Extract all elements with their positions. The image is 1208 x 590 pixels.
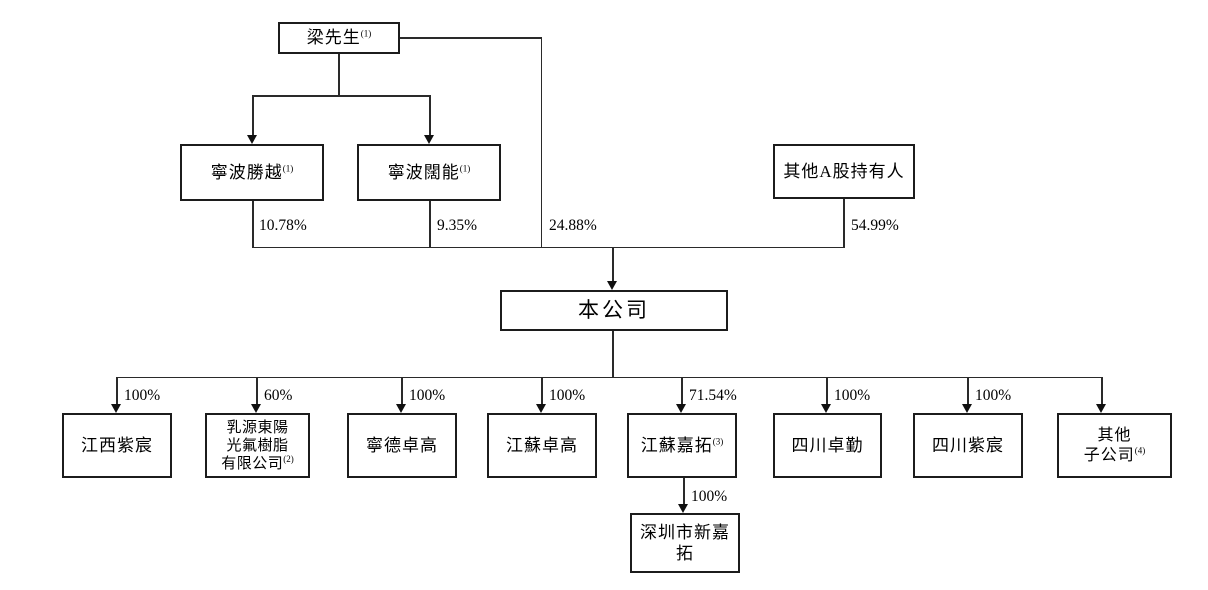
ownership-label-ruyuan: 60% xyxy=(264,387,293,404)
connector-line xyxy=(967,376,969,406)
connector-line xyxy=(252,200,254,248)
ownership-label-other-a: 54.99% xyxy=(851,217,899,234)
connector-line xyxy=(252,95,254,137)
node-label: 江蘇卓高 xyxy=(506,435,578,455)
ownership-label-jiangxi-zichen: 100% xyxy=(124,387,161,404)
node-jiangsu-zhuogao: 江蘇卓高 xyxy=(487,413,597,478)
node-the-company: 本公司 xyxy=(500,290,728,331)
node-jiangsu-jiatuo: 江蘇嘉拓(3) xyxy=(627,413,737,478)
ownership-label-sichuan-zichen: 100% xyxy=(975,387,1012,404)
ownership-label-ningde-zhuogao: 100% xyxy=(409,387,446,404)
node-ningbo-kuoneng: 寧波闊能(1) xyxy=(357,144,501,201)
node-label: 本公司 xyxy=(578,298,650,323)
connector-line xyxy=(843,198,845,248)
footnote-marker: (4) xyxy=(1134,445,1146,456)
connector-line xyxy=(541,376,543,406)
connector-line xyxy=(338,53,340,96)
ownership-label-kuoneng: 9.35% xyxy=(437,217,478,234)
connector-line xyxy=(612,246,614,283)
arrowhead-down xyxy=(536,404,546,413)
connector-line xyxy=(826,376,828,406)
node-ningbo-shengyue: 寧波勝越(1) xyxy=(180,144,324,201)
node-label: 江西紫宸 xyxy=(81,435,153,455)
arrowhead-down xyxy=(247,135,257,144)
footnote-marker: (1) xyxy=(459,163,471,174)
arrowhead-down xyxy=(607,281,617,290)
node-other-a-share-holders: 其他A股持有人 xyxy=(773,144,915,199)
arrowhead-down xyxy=(111,404,121,413)
node-label: 深圳市新嘉拓 xyxy=(640,522,730,563)
connector-line xyxy=(401,376,403,406)
connector-line xyxy=(429,200,431,248)
node-other-subsidiaries: 其他 子公司(4) xyxy=(1057,413,1172,478)
footnote-marker: (2) xyxy=(283,453,294,464)
node-label: 四川卓勤 xyxy=(791,435,864,455)
node-label: 四川紫宸 xyxy=(932,435,1004,455)
connector-line xyxy=(681,376,683,406)
node-ruyuan-dongyangguang: 乳源東陽 光氟樹脂 有限公司(2) xyxy=(205,413,310,478)
connector-line xyxy=(399,37,542,39)
footnote-marker: (1) xyxy=(282,163,294,174)
arrowhead-down xyxy=(962,404,972,413)
node-label: 梁先生(1) xyxy=(306,28,372,48)
connector-line xyxy=(116,376,118,406)
footnote-marker: (3) xyxy=(712,436,724,447)
arrowhead-down xyxy=(251,404,261,413)
connector-line xyxy=(540,37,542,248)
arrowhead-down xyxy=(678,504,688,513)
connector-line xyxy=(256,376,258,406)
connector-line xyxy=(252,95,431,97)
node-label: 江蘇嘉拓(3) xyxy=(640,435,724,455)
connector-line xyxy=(1101,376,1103,406)
arrowhead-down xyxy=(676,404,686,413)
arrowhead-down xyxy=(1096,404,1106,413)
node-label: 其他 子公司(4) xyxy=(1083,426,1146,464)
node-sichuan-zhuoqin: 四川卓勤 xyxy=(773,413,882,478)
connector-line xyxy=(683,477,685,505)
ownership-label-liang-direct: 24.88% xyxy=(549,217,597,234)
node-shenzhen-xinjiatuo: 深圳市新嘉拓 xyxy=(630,513,740,573)
node-jiangxi-zichen: 江西紫宸 xyxy=(62,413,172,478)
node-label: 寧德卓高 xyxy=(366,435,438,455)
arrowhead-down xyxy=(424,135,434,144)
connector-line xyxy=(116,376,1103,378)
node-label: 乳源東陽 光氟樹脂 有限公司(2) xyxy=(221,419,294,472)
ownership-label-sichuan-zhuoqin: 100% xyxy=(834,387,871,404)
arrowhead-down xyxy=(396,404,406,413)
connector-line xyxy=(429,95,431,137)
ownership-label-jiangsu-zhuogao: 100% xyxy=(549,387,586,404)
node-label: 其他A股持有人 xyxy=(783,161,905,181)
node-label: 寧波闊能(1) xyxy=(387,162,471,182)
ownership-label-shengyue: 10.78% xyxy=(259,217,307,234)
arrowhead-down xyxy=(821,404,831,413)
node-ningde-zhuogao: 寧德卓高 xyxy=(347,413,457,478)
node-sichuan-zichen: 四川紫宸 xyxy=(913,413,1023,478)
node-label: 寧波勝越(1) xyxy=(210,162,294,182)
node-mr-liang: 梁先生(1) xyxy=(278,22,400,54)
ownership-label-jiangsu-jiatuo: 71.54% xyxy=(689,387,737,404)
connector-line xyxy=(252,246,844,248)
footnote-marker: (1) xyxy=(360,28,372,39)
connector-line xyxy=(612,330,614,377)
ownership-label-xinjiatuo: 100% xyxy=(691,488,728,505)
